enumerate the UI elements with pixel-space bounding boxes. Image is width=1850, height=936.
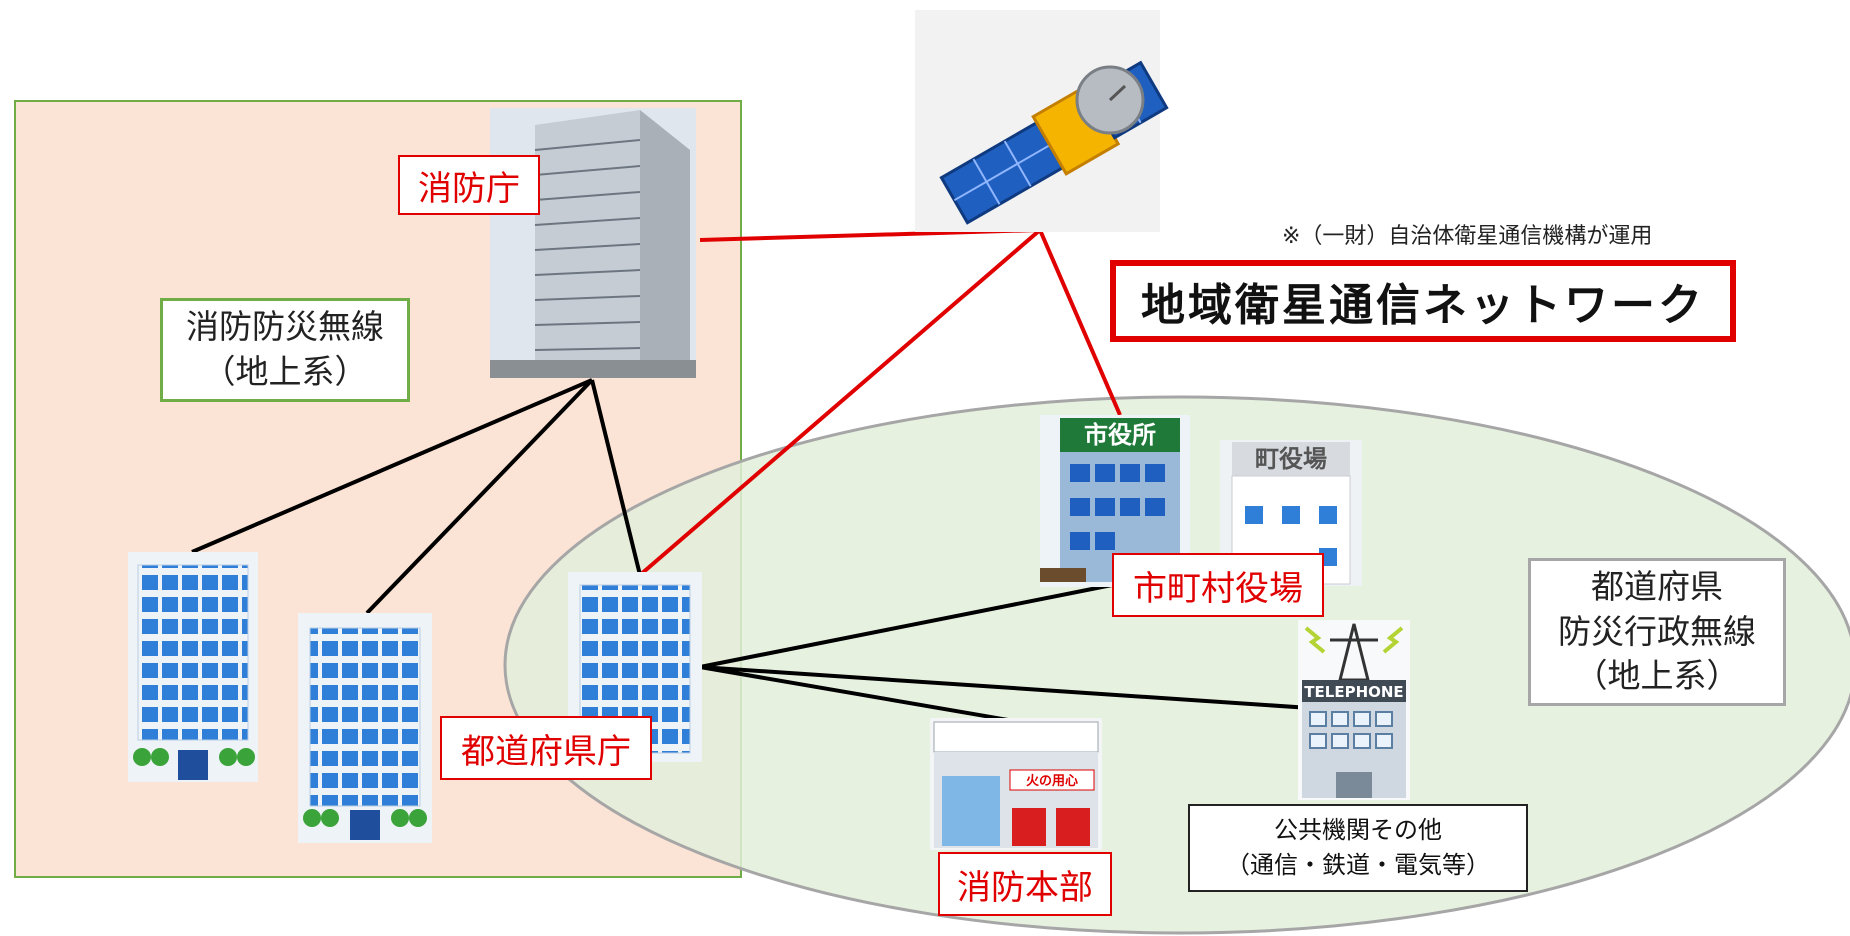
- svg-text:火の用心: 火の用心: [1026, 774, 1078, 789]
- prefecture-office-label: 都道府県庁: [440, 716, 652, 780]
- prefecture-radio-label: 都道府県 防災行政無線 （地上系）: [1528, 558, 1786, 706]
- operator-note: ※（一財）自治体衛星通信機構が運用: [1282, 224, 1653, 249]
- link-fdma-bldg2: [365, 378, 594, 615]
- link-pref-municipal: [699, 583, 1113, 669]
- office-building-2: [298, 613, 432, 843]
- telephone-building-icon: TELEPHONE: [1298, 620, 1410, 800]
- svg-text:TELEPHONE: TELEPHONE: [1304, 683, 1403, 701]
- link-satellite-city-hall: [1038, 229, 1122, 416]
- fire-station-icon: 火の用心: [930, 718, 1102, 850]
- ground-links: [191, 378, 1311, 724]
- link-fdma-prefecture: [590, 379, 642, 576]
- svg-text:市役所: 市役所: [1084, 421, 1156, 449]
- municipal-office-label: 市町村役場: [1112, 553, 1324, 617]
- link-pref-firehq: [699, 665, 1021, 724]
- fire-radio-label: 消防防災無線 （地上系）: [160, 298, 410, 402]
- network-title: 地域衛星通信ネットワーク: [1110, 260, 1736, 342]
- link-fdma-bldg1: [191, 378, 593, 554]
- fdma-label: 消防庁: [398, 155, 540, 215]
- link-satellite-prefecture: [638, 228, 1042, 577]
- svg-text:町役場: 町役場: [1255, 445, 1327, 473]
- office-building-1: [128, 552, 258, 782]
- link-pref-public: [699, 665, 1311, 710]
- public-agencies-label: 公共機関その他 （通信・鉄道・電気等）: [1188, 804, 1528, 892]
- fire-hq-label: 消防本部: [938, 852, 1112, 916]
